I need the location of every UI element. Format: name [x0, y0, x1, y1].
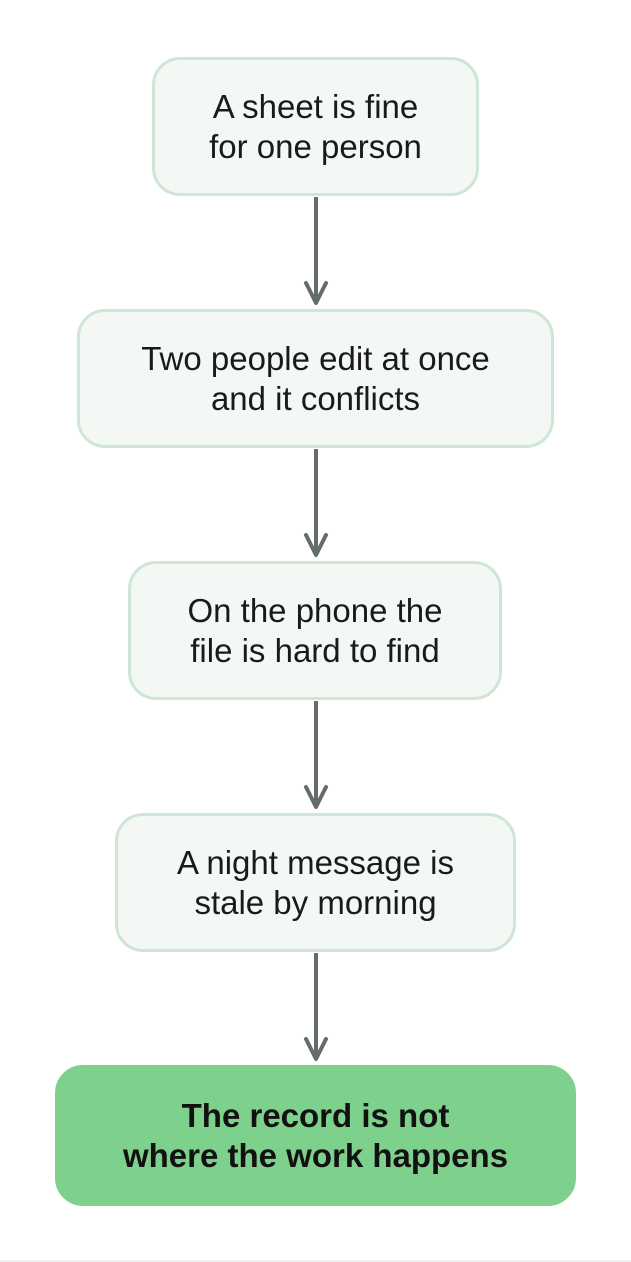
- flow-step-3-text: On the phone the file is hard to find: [187, 591, 443, 669]
- arrow-2-to-3: [304, 449, 328, 557]
- flow-step-2: Two people edit at once and it conflicts: [77, 309, 554, 448]
- bottom-divider: [0, 1260, 631, 1262]
- flow-step-1-text: A sheet is fine for one person: [209, 87, 422, 165]
- flow-step-4-text: A night message is stale by morning: [177, 843, 454, 921]
- arrow-1-to-2: [304, 197, 328, 305]
- flow-step-2-text: Two people edit at once and it conflicts: [141, 339, 490, 417]
- flow-conclusion-text: The record is not where the work happens: [122, 1096, 509, 1174]
- flow-step-4: A night message is stale by morning: [115, 813, 516, 952]
- flow-step-1: A sheet is fine for one person: [152, 57, 479, 196]
- flow-conclusion: The record is not where the work happens: [55, 1065, 576, 1206]
- arrow-3-to-4: [304, 701, 328, 809]
- arrow-4-to-5: [304, 953, 328, 1061]
- flow-step-3: On the phone the file is hard to find: [128, 561, 502, 700]
